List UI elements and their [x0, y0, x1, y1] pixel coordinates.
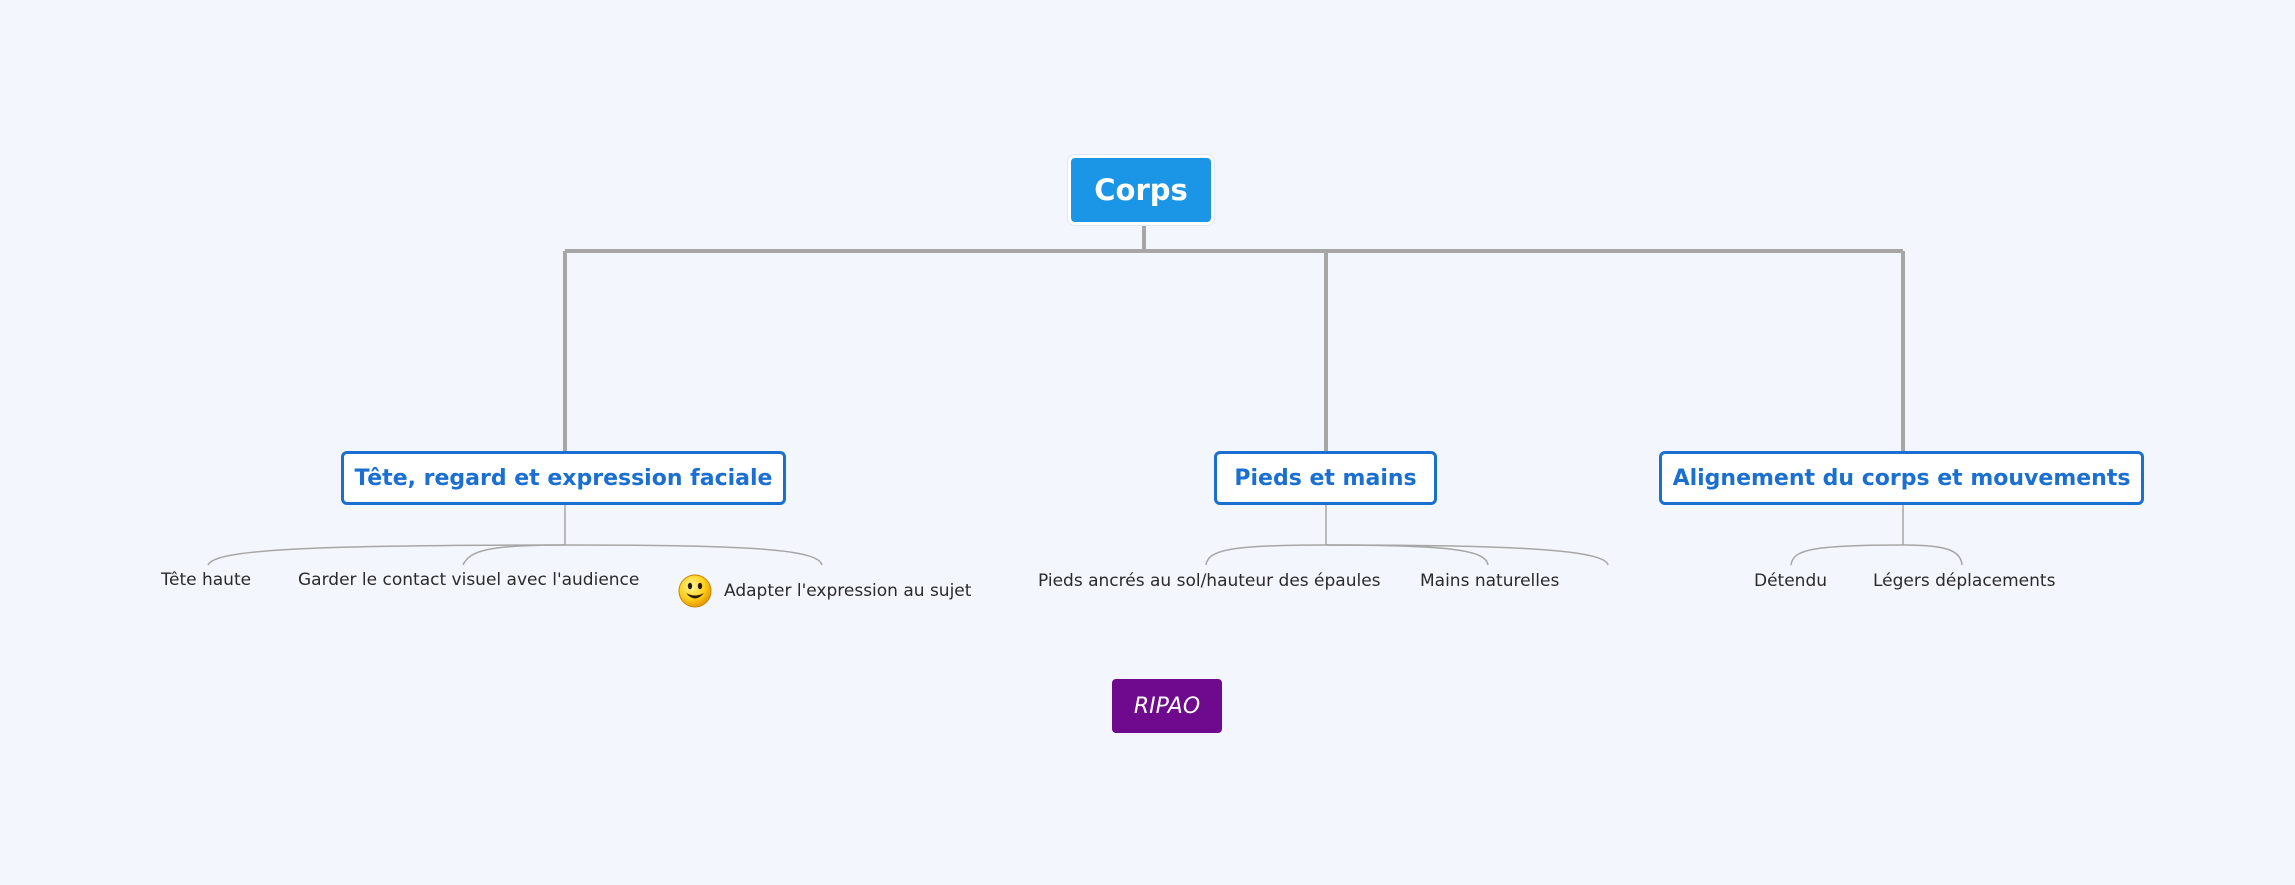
leaf-topic-contact-visuel[interactable]: Garder le contact visuel avec l'audience [298, 570, 639, 590]
leaf-topic-label: Tête haute [161, 570, 252, 590]
leaf-topic-label: Pieds ancrés au sol/hauteur des épaules [1038, 571, 1381, 591]
root-topic-label: Corps [1094, 173, 1188, 207]
connector-leaf-2-1 [1205, 544, 1327, 566]
leaf-topic-mains-naturelles[interactable]: Mains naturelles [1420, 571, 1559, 591]
leaf-topic-label: Mains naturelles [1420, 571, 1560, 591]
leaf-topic-adapter-expression[interactable]: Adapter l'expression au sujet [678, 574, 971, 608]
floating-topic-label: RIPAO [1133, 693, 1201, 719]
connector-leaf-2-3 [1325, 544, 1609, 566]
branch-topic-label: Alignement du corps et mouvements [1672, 465, 2131, 491]
floating-topic-ripao[interactable]: RIPAO [1112, 679, 1222, 733]
branch-topic-label: Pieds et mains [1234, 465, 1417, 491]
branch-topic-feet-hands[interactable]: Pieds et mains [1214, 451, 1437, 505]
leaf-topic-tete-haute[interactable]: Tête haute [161, 570, 251, 590]
root-topic[interactable]: Corps [1068, 155, 1214, 225]
leaf-topic-label: Garder le contact visuel avec l'audience [298, 570, 640, 590]
connector-leaf-1-2 [462, 544, 566, 566]
leaf-topic-label: Adapter l'expression au sujet [724, 581, 972, 601]
smiley-icon [678, 574, 712, 608]
leaf-topic-detendu[interactable]: Détendu [1754, 571, 1827, 591]
connector-leaf-3-2 [1902, 544, 1963, 566]
branch-topic-label: Tête, regard et expression faciale [354, 465, 773, 491]
leaf-topic-pieds-ancres[interactable]: Pieds ancrés au sol/hauteur des épaules [1038, 571, 1381, 591]
connector-leaf-3-1 [1790, 544, 1904, 566]
connector-leaf-1-1 [207, 544, 566, 566]
branch-topic-head-gaze[interactable]: Tête, regard et expression faciale [341, 451, 786, 505]
branch-topic-body-alignment[interactable]: Alignement du corps et mouvements [1659, 451, 2144, 505]
leaf-topic-label: Détendu [1754, 571, 1828, 591]
connector-leaf-1-3 [564, 544, 823, 566]
leaf-topic-label: Légers déplacements [1873, 571, 2056, 591]
connector-leaf-2-2 [1325, 544, 1489, 566]
leaf-topic-legers-deplacements[interactable]: Légers déplacements [1873, 571, 2055, 591]
